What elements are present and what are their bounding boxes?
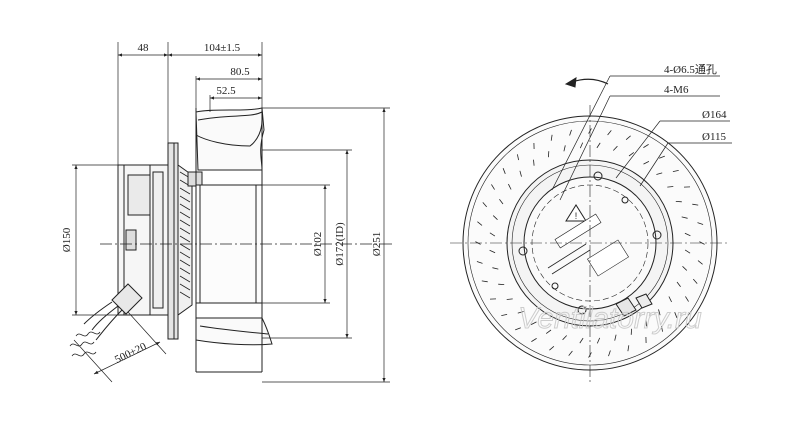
dim-80-5: 80.5 <box>230 66 250 78</box>
callout-dia-115: Ø115 <box>702 131 727 143</box>
blade-slot <box>685 296 689 302</box>
blade-slot <box>481 280 488 283</box>
blade-slots <box>475 128 705 358</box>
dim-52-5: 52.5 <box>216 85 236 97</box>
blade-slot <box>533 159 535 166</box>
blade-slot <box>684 232 691 237</box>
blade-slot <box>659 155 665 159</box>
blade-slot <box>684 249 691 254</box>
blade-slot <box>515 327 521 331</box>
blade-slot <box>562 335 567 341</box>
blade-slot <box>596 337 601 344</box>
blade-slot <box>492 267 499 270</box>
blade-slot <box>697 222 704 225</box>
blade-slot <box>476 261 483 264</box>
mount-hole <box>518 246 528 256</box>
blade-slot <box>506 298 513 300</box>
front-view: ! <box>450 77 730 382</box>
blade-slot <box>563 145 566 152</box>
dim-104: 104±1.5 <box>204 42 241 54</box>
blade-slot <box>596 142 601 149</box>
blade-slot <box>491 184 495 190</box>
blade-slot <box>482 202 488 208</box>
dim-dia-150: Ø150 <box>61 227 73 252</box>
svg-text:!: ! <box>575 211 578 221</box>
blade-slot <box>658 309 661 316</box>
blade-slot <box>681 216 688 219</box>
side-dimensions <box>72 42 390 383</box>
spoke-ring <box>177 164 203 316</box>
side-view <box>69 107 395 373</box>
impeller <box>195 107 273 373</box>
blade-slot <box>643 161 650 165</box>
blade-slot <box>549 345 555 351</box>
warning-triangle-icon <box>565 204 587 222</box>
blade-slot <box>545 329 552 334</box>
dim-dia-102: Ø102 <box>312 232 324 256</box>
blade-slot <box>517 154 519 161</box>
blade-slot <box>676 281 681 288</box>
mount-hole <box>577 305 587 315</box>
blade-slot <box>530 321 537 325</box>
blade-slot <box>531 338 537 342</box>
blade-slot <box>614 334 617 341</box>
cable-gland <box>69 283 143 357</box>
blade-slot <box>692 278 698 284</box>
blade-slot <box>627 345 630 352</box>
blade-slot <box>492 215 498 220</box>
blade-slot <box>519 170 522 177</box>
blade-slot <box>477 221 483 226</box>
blade-slot <box>625 135 631 141</box>
blade-slot <box>643 144 649 148</box>
blade-slot <box>667 186 674 188</box>
blade-slot <box>579 337 584 344</box>
blade-slot <box>608 350 611 357</box>
blade-slot <box>645 320 647 327</box>
dim-cable-length: 500±20 <box>113 340 149 366</box>
callout-dia-164: Ø164 <box>702 109 727 121</box>
mount-hole <box>652 230 662 240</box>
blade-slot <box>697 260 703 265</box>
blade-slot <box>569 129 572 136</box>
blade-slot <box>517 311 524 314</box>
blade-slot <box>489 249 496 254</box>
callout-holes-m6: 4-M6 <box>664 84 689 96</box>
dim-dia-172: Ø172(ID) <box>334 222 346 266</box>
mount-hole <box>593 171 603 181</box>
blade-slot <box>682 266 688 271</box>
blade-slot <box>656 172 663 175</box>
blade-slot <box>508 183 512 190</box>
blade-slot <box>501 314 508 316</box>
watermark: Ventilatorry.ru <box>518 302 702 335</box>
blade-slot <box>550 134 553 141</box>
blade-slot <box>502 168 506 174</box>
mounting-flange <box>167 142 179 340</box>
cable-exit <box>615 297 637 317</box>
blade-slot <box>499 198 504 205</box>
rotation-arrow-icon <box>571 78 609 85</box>
dim-48: 48 <box>138 42 150 54</box>
blade-slot <box>579 142 584 149</box>
blade-slot <box>489 232 496 237</box>
callout-holes-through: 4-Ø6.5通孔 <box>664 63 717 76</box>
front-callouts <box>551 75 732 201</box>
blade-slot <box>672 170 679 172</box>
blade-slot <box>568 350 573 356</box>
blade-slot <box>692 203 699 206</box>
blade-slot <box>607 130 612 136</box>
blade-slot <box>668 296 672 303</box>
dim-dia-251: Ø251 <box>371 232 383 256</box>
blade-slot <box>674 312 678 318</box>
blade-slot <box>661 325 663 332</box>
blade-slot <box>628 152 635 157</box>
blade-slot <box>613 145 618 151</box>
